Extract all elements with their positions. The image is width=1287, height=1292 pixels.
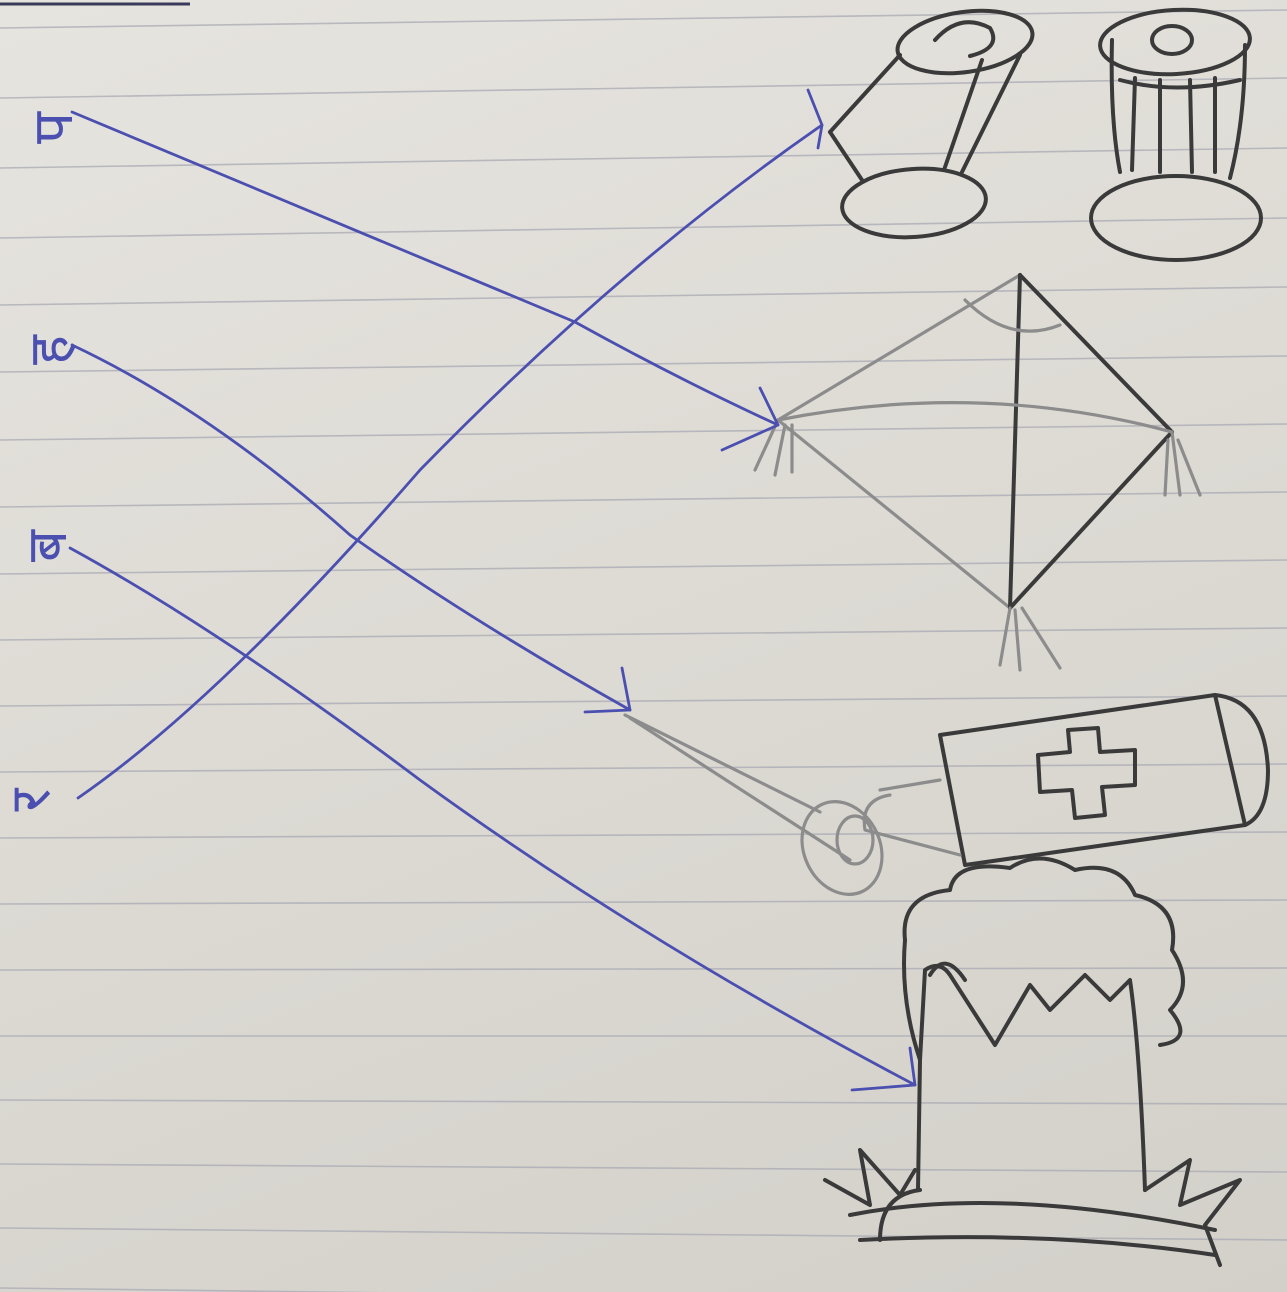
spool-drawing <box>828 7 1263 262</box>
letter-pa: प <box>20 112 86 144</box>
letter-ba: ब <box>14 530 80 562</box>
arrow-ra-to-spool <box>76 123 824 800</box>
letter-ra: र <box>0 788 64 812</box>
medicine-tube-drawing <box>623 693 1270 896</box>
arrow-pa-to-kite <box>70 110 780 427</box>
arrow-ha-to-tube <box>70 343 632 712</box>
matching-arrows <box>68 88 917 1092</box>
tree-stump-drawing <box>823 856 1242 1267</box>
arrow-ba-to-stump <box>68 546 917 1087</box>
kite-drawing <box>753 273 1202 672</box>
letter-ha: ह <box>16 335 82 365</box>
